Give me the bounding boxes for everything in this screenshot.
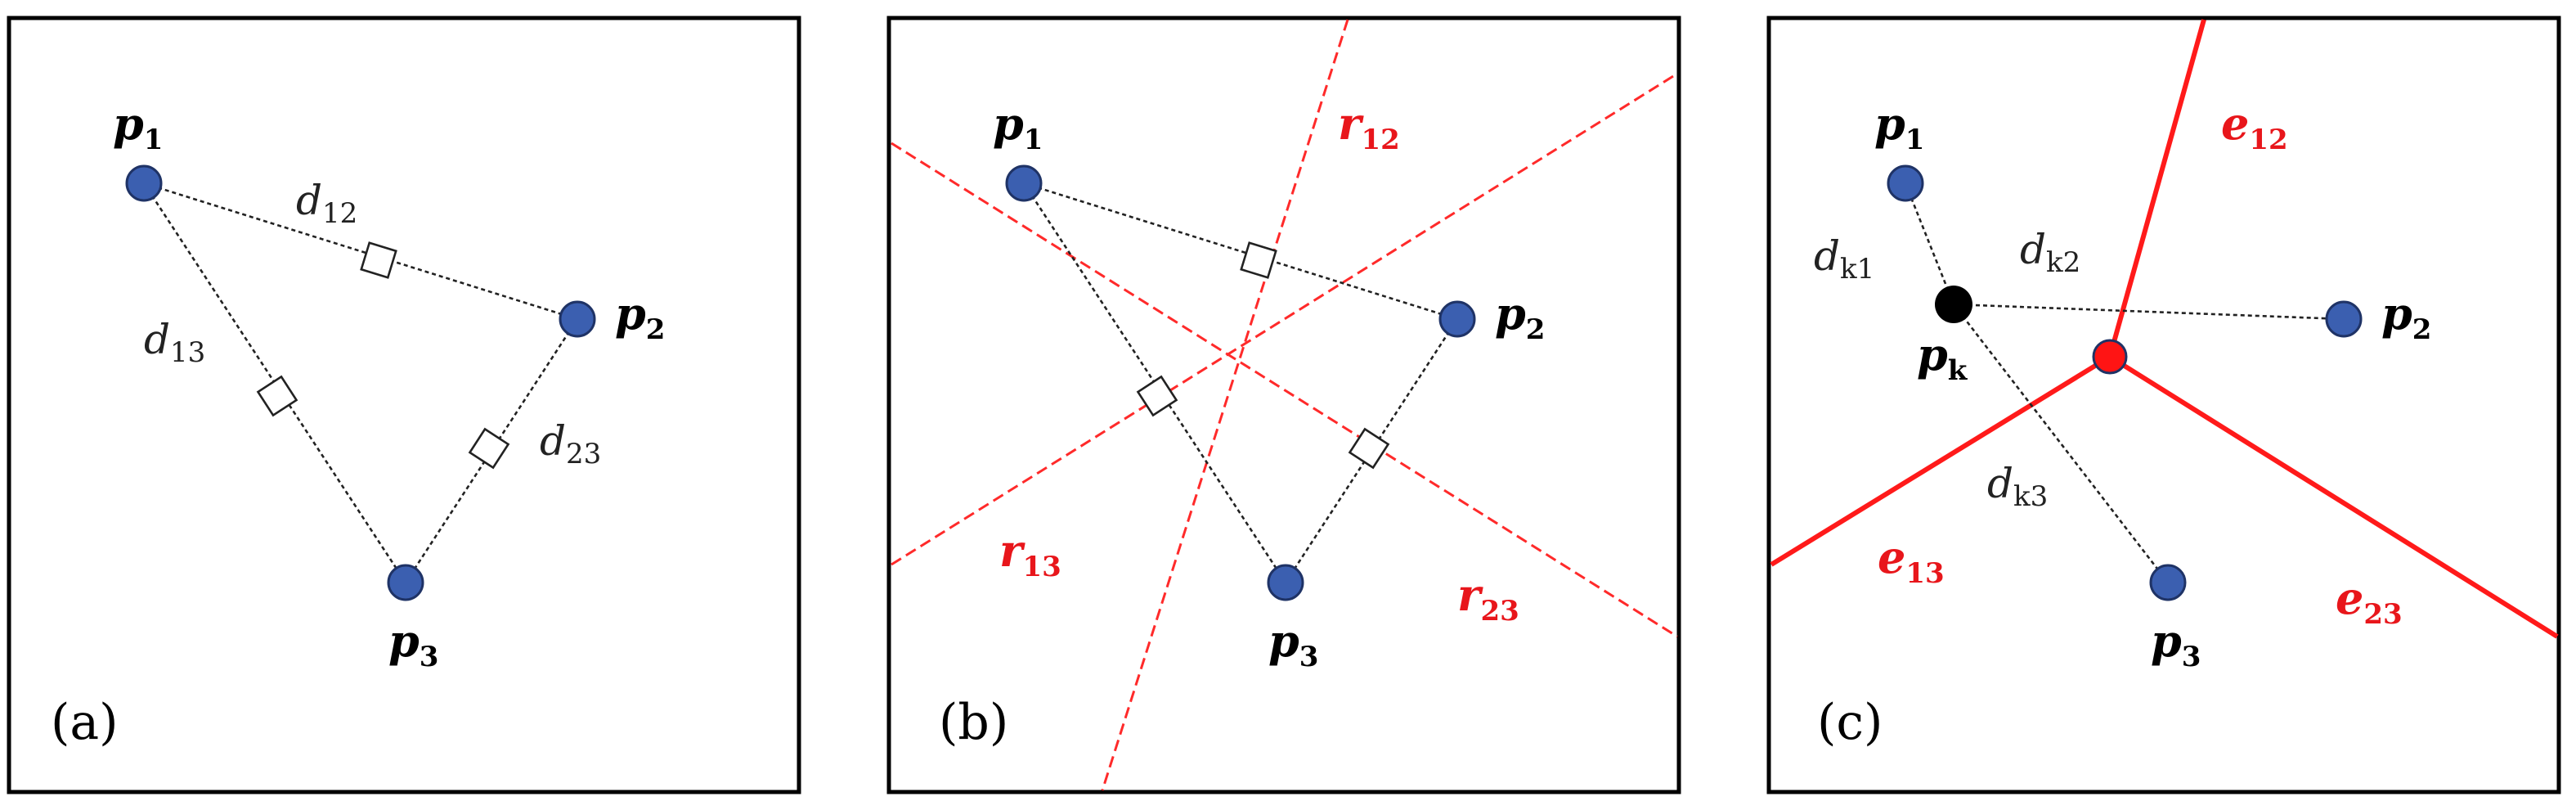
label-dk3: dk3 bbox=[1987, 460, 2048, 513]
label-e13: e13 bbox=[1878, 531, 1945, 590]
edge-line-p1-p2 bbox=[143, 182, 578, 321]
midpoint-marker-d13 bbox=[256, 375, 298, 417]
voronoi-edge-e23 bbox=[2108, 354, 2559, 639]
voronoi-edge-e13 bbox=[1770, 354, 2112, 567]
site-point-p3 bbox=[1267, 564, 1304, 601]
label-p2: p2 bbox=[2381, 287, 2431, 346]
label-dk1: dk1 bbox=[1814, 232, 1874, 286]
panel-c: p1 p2 p3 pk dk1 dk2 dk3 e12 e13 e23 (c) bbox=[1766, 16, 2561, 794]
midpoint-marker-23 bbox=[1348, 427, 1390, 470]
edge-line-p1-p2 bbox=[1023, 182, 1458, 321]
panel-a: p1 p2 p3 d12 d13 d23 (a) bbox=[7, 16, 801, 794]
label-p3: p3 bbox=[2151, 614, 2201, 673]
midpoint-marker-13 bbox=[1136, 375, 1178, 417]
query-point-pk bbox=[1935, 286, 1972, 323]
site-point-p3 bbox=[387, 564, 424, 601]
midpoint-marker-12 bbox=[1240, 241, 1277, 279]
label-r13: r13 bbox=[999, 524, 1061, 583]
label-p1: p1 bbox=[993, 97, 1043, 156]
label-p1: p1 bbox=[1874, 97, 1924, 156]
panel-label-c: (c) bbox=[1817, 694, 1883, 751]
label-pk: pk bbox=[1917, 328, 1968, 387]
site-point-p2 bbox=[1438, 300, 1476, 338]
site-point-p2 bbox=[2325, 300, 2363, 338]
panel-b: p1 p2 p3 r12 r13 r23 (b) bbox=[886, 16, 1681, 794]
label-d12: d12 bbox=[296, 177, 357, 230]
label-p3: p3 bbox=[1268, 614, 1318, 673]
label-d23: d23 bbox=[540, 417, 601, 470]
panel-c-frame bbox=[1766, 16, 2561, 794]
site-point-p1 bbox=[125, 164, 163, 202]
label-p2: p2 bbox=[615, 287, 665, 346]
midpoint-marker-d12 bbox=[360, 241, 397, 279]
label-p2: p2 bbox=[1495, 287, 1545, 346]
label-p3: p3 bbox=[388, 614, 438, 673]
label-p1: p1 bbox=[113, 97, 163, 156]
label-r12: r12 bbox=[1338, 97, 1400, 156]
site-point-p2 bbox=[559, 300, 596, 338]
distance-line-dk2 bbox=[1953, 303, 2345, 321]
voronoi-vertex bbox=[2092, 339, 2128, 375]
site-point-p1 bbox=[1887, 164, 1924, 202]
label-e23: e23 bbox=[2336, 572, 2403, 631]
site-point-p1 bbox=[1005, 164, 1043, 202]
label-e12: e12 bbox=[2221, 97, 2288, 156]
midpoint-marker-d23 bbox=[468, 427, 510, 470]
bisector-line-r23 bbox=[891, 142, 1678, 638]
voronoi-edge-e12 bbox=[2107, 19, 2206, 358]
label-r23: r23 bbox=[1457, 569, 1519, 628]
site-point-p3 bbox=[2149, 564, 2187, 601]
label-d13: d13 bbox=[144, 316, 205, 369]
label-dk2: dk2 bbox=[2020, 226, 2080, 279]
panel-b-frame bbox=[886, 16, 1681, 794]
panel-label-a: (a) bbox=[51, 694, 119, 751]
bisector-line-r12 bbox=[1101, 19, 1349, 791]
panel-label-b: (b) bbox=[939, 694, 1008, 751]
panel-a-frame bbox=[7, 16, 801, 794]
